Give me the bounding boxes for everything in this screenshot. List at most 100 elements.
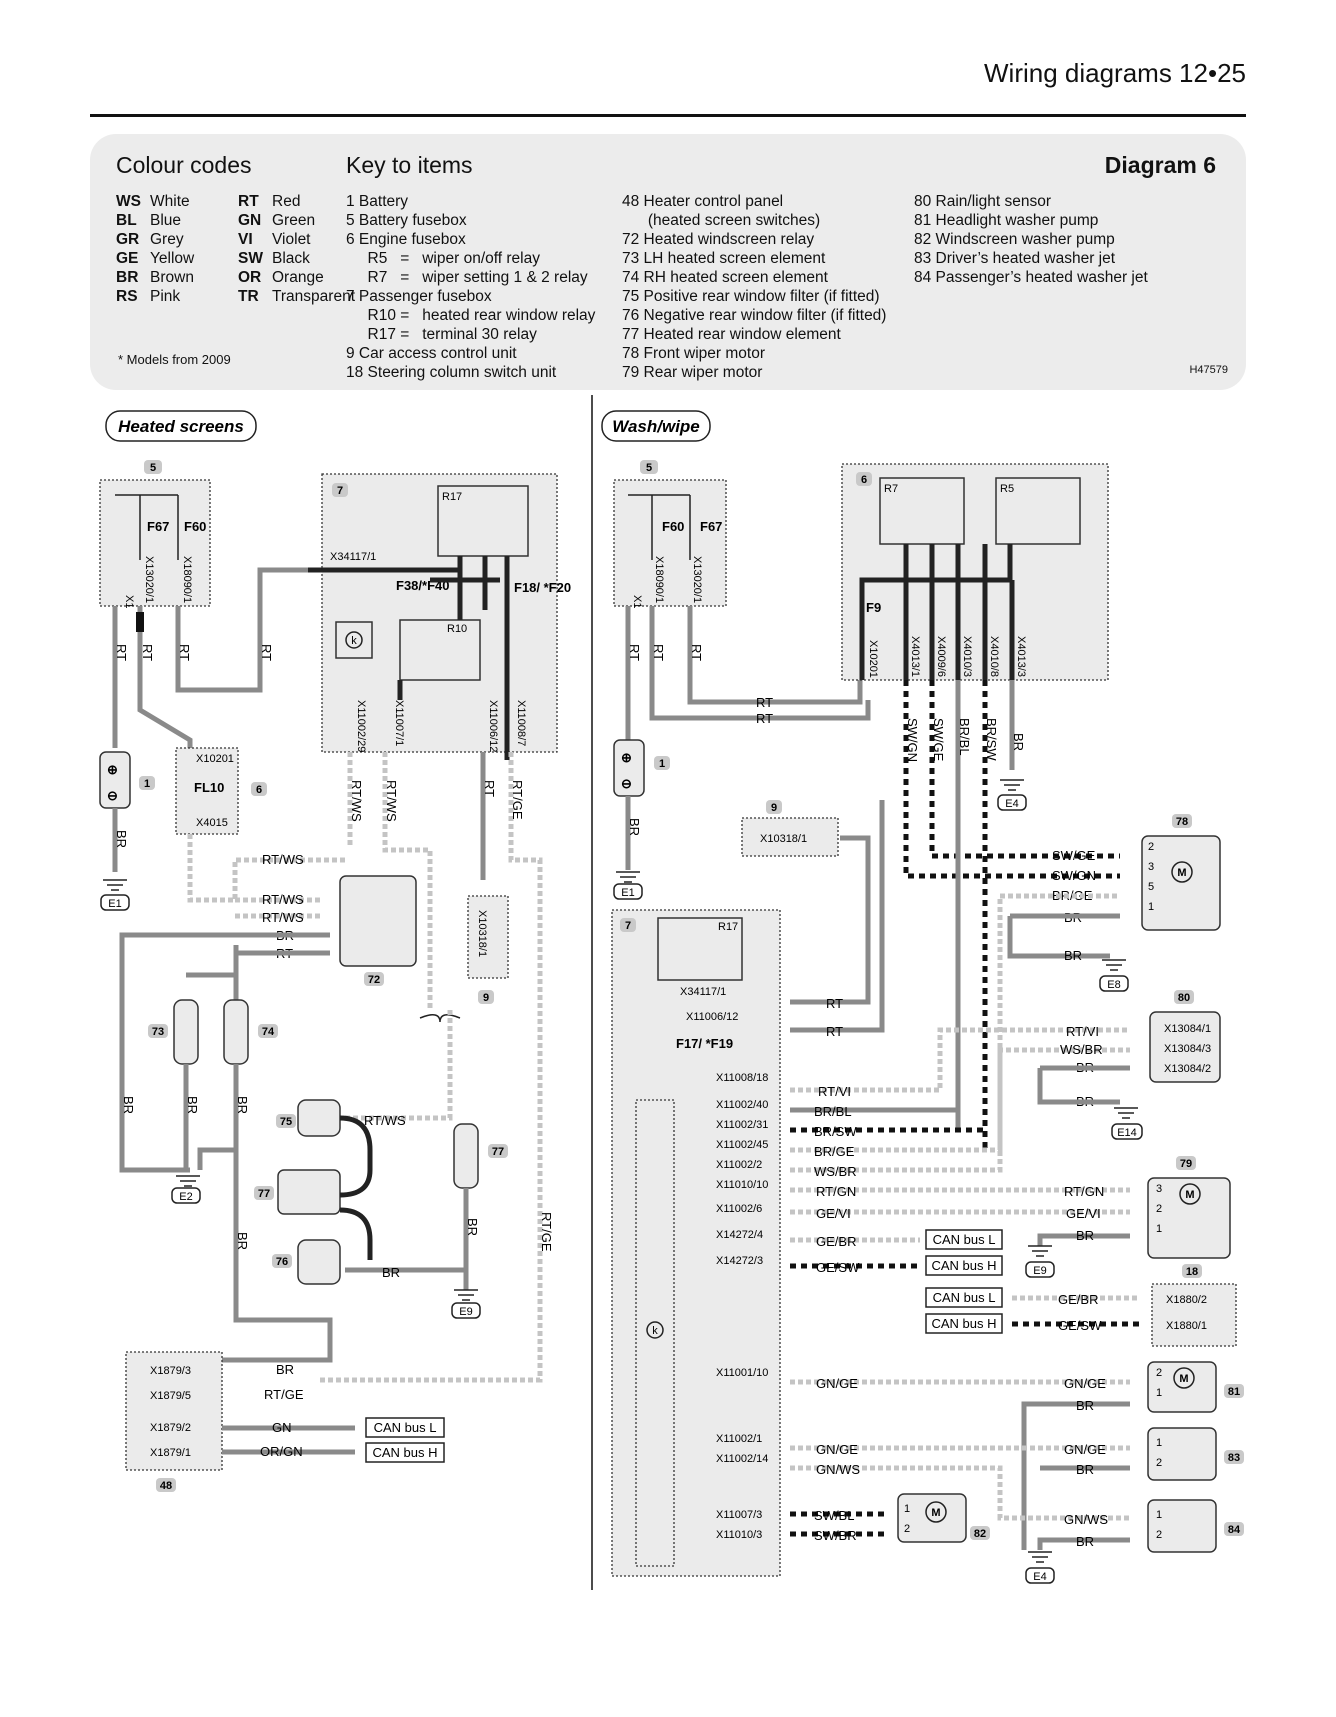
- key-to-items-heading: Key to items: [346, 152, 473, 178]
- svg-text:SW/GE: SW/GE: [931, 718, 946, 762]
- wire-rt: [137, 606, 193, 755]
- svg-text:BR: BR: [235, 1232, 250, 1250]
- svg-text:X11010/3: X11010/3: [716, 1529, 762, 1541]
- control-module: [635, 1099, 675, 1567]
- svg-text:RT: RT: [114, 644, 129, 661]
- section-title: Heated screens: [118, 417, 244, 436]
- svg-text:X4009/6: X4009/6: [935, 636, 947, 677]
- svg-text:76: 76: [276, 1256, 288, 1268]
- svg-text:X11002/14: X11002/14: [716, 1453, 768, 1465]
- svg-text:X11006/12: X11006/12: [686, 1011, 738, 1023]
- svg-text:2: 2: [1156, 1203, 1162, 1215]
- plus-icon: ⊕: [107, 762, 118, 777]
- svg-text:SW/BR: SW/BR: [814, 1528, 857, 1543]
- svg-text:9: 9: [771, 802, 777, 814]
- svg-text:FL10: FL10: [194, 780, 224, 795]
- svg-text:F17/ *F19: F17/ *F19: [676, 1036, 733, 1051]
- ground-icon: [454, 1289, 478, 1301]
- rear-wiper-motor: [1147, 1177, 1231, 1259]
- passengers-heated-washer-jet: [1147, 1499, 1217, 1553]
- svg-text:X13020/1: X13020/1: [691, 556, 703, 603]
- svg-text:GN/GE: GN/GE: [816, 1442, 858, 1457]
- svg-text:48: 48: [160, 1480, 172, 1492]
- svg-text:BR: BR: [185, 1096, 200, 1114]
- svg-text:84: 84: [1228, 1524, 1241, 1536]
- svg-text:BR: BR: [1076, 1534, 1094, 1549]
- svg-text:E8: E8: [1107, 979, 1120, 991]
- svg-text:RT: RT: [627, 644, 642, 661]
- svg-text:BR: BR: [465, 1218, 480, 1236]
- svg-text:X4013/3: X4013/3: [1015, 636, 1027, 677]
- fusebox-internal-wire: [859, 544, 1015, 680]
- svg-text:18: 18: [1186, 1266, 1198, 1278]
- svg-text:BR: BR: [1076, 1462, 1094, 1477]
- svg-text:BR/SW: BR/SW: [814, 1124, 857, 1139]
- svg-text:F67: F67: [700, 519, 722, 534]
- svg-text:GE/SW: GE/SW: [1058, 1318, 1102, 1333]
- svg-text:E4: E4: [1033, 1571, 1046, 1583]
- svg-text:1: 1: [1156, 1387, 1162, 1399]
- heated-windscreen-relay: [339, 875, 417, 967]
- svg-text:CAN bus L: CAN bus L: [374, 1420, 437, 1435]
- svg-text:X14272/4: X14272/4: [716, 1229, 763, 1241]
- key-panel: [90, 134, 1246, 390]
- svg-text:E9: E9: [1033, 1265, 1046, 1277]
- svg-text:BR/BL: BR/BL: [957, 718, 972, 756]
- svg-text:GE/VI: GE/VI: [1066, 1206, 1101, 1221]
- svg-text:1: 1: [659, 758, 665, 770]
- svg-text:5: 5: [150, 462, 156, 474]
- section-title-pill: [105, 410, 257, 442]
- heated-rear-window-element: [453, 1123, 479, 1189]
- wire-can: [222, 1425, 355, 1455]
- svg-text:6: 6: [861, 474, 867, 486]
- svg-text:M: M: [1177, 867, 1186, 879]
- svg-text:9: 9: [483, 992, 489, 1004]
- svg-text:GN/WS: GN/WS: [1064, 1512, 1108, 1527]
- wire-sw-ge: [929, 680, 1120, 859]
- svg-text:RT/GE: RT/GE: [264, 1387, 304, 1402]
- svg-text:RT/WS: RT/WS: [262, 852, 304, 867]
- svg-text:GE/SW: GE/SW: [816, 1260, 860, 1275]
- svg-text:RT/VI: RT/VI: [1066, 1024, 1099, 1039]
- svg-text:R10: R10: [447, 623, 467, 635]
- svg-text:X1879/1: X1879/1: [150, 1447, 191, 1459]
- heater-control-panel: [125, 1351, 223, 1471]
- svg-text:CAN bus L: CAN bus L: [933, 1290, 996, 1305]
- svg-text:X11002/45: X11002/45: [716, 1139, 768, 1151]
- svg-text:X10201: X10201: [196, 753, 234, 765]
- svg-text:BR/BL: BR/BL: [814, 1104, 852, 1119]
- svg-text:RT/VI: RT/VI: [818, 1084, 851, 1099]
- svg-text:X1879/2: X1879/2: [150, 1422, 191, 1434]
- svg-text:BR: BR: [276, 1362, 294, 1377]
- svg-text:X11002/2: X11002/2: [716, 1159, 762, 1171]
- svg-text:RT/GE: RT/GE: [539, 1212, 554, 1252]
- svg-text:7: 7: [625, 920, 631, 932]
- svg-text:X13084/1: X13084/1: [1164, 1023, 1211, 1035]
- wire-rt: [175, 567, 308, 693]
- svg-text:OR/GN: OR/GN: [260, 1444, 303, 1459]
- motor-icon: [1171, 861, 1193, 883]
- svg-text:X13020/1: X13020/1: [143, 556, 155, 603]
- wire-br: [183, 1064, 239, 1170]
- engine-fusebox: [175, 747, 239, 835]
- svg-text:BR: BR: [1011, 733, 1026, 751]
- fuse-label: F67: [147, 519, 169, 534]
- svg-text:73: 73: [152, 1026, 164, 1038]
- relay-r10: [399, 619, 481, 681]
- svg-text:X11002/1: X11002/1: [716, 1433, 762, 1445]
- svg-text:GE/BR: GE/BR: [1058, 1292, 1098, 1307]
- svg-text:X10318/1: X10318/1: [476, 910, 488, 957]
- colour-codes-heading: Colour codes: [116, 152, 252, 178]
- svg-text:2: 2: [1156, 1367, 1162, 1379]
- page-title: Wiring diagrams 12•25: [984, 58, 1246, 88]
- svg-text:RT/GN: RT/GN: [816, 1184, 856, 1199]
- can-bus-h-label: [925, 1255, 1003, 1276]
- svg-text:GN: GN: [272, 1420, 292, 1435]
- svg-text:BR/SW: BR/SW: [984, 718, 999, 761]
- ground-icon: [176, 1175, 200, 1187]
- svg-text:2: 2: [1156, 1457, 1162, 1469]
- battery-fusebox: [613, 479, 727, 607]
- svg-text:X11007/3: X11007/3: [716, 1509, 762, 1521]
- svg-text:R5: R5: [1000, 483, 1014, 495]
- drivers-heated-washer-jet: [1147, 1427, 1217, 1481]
